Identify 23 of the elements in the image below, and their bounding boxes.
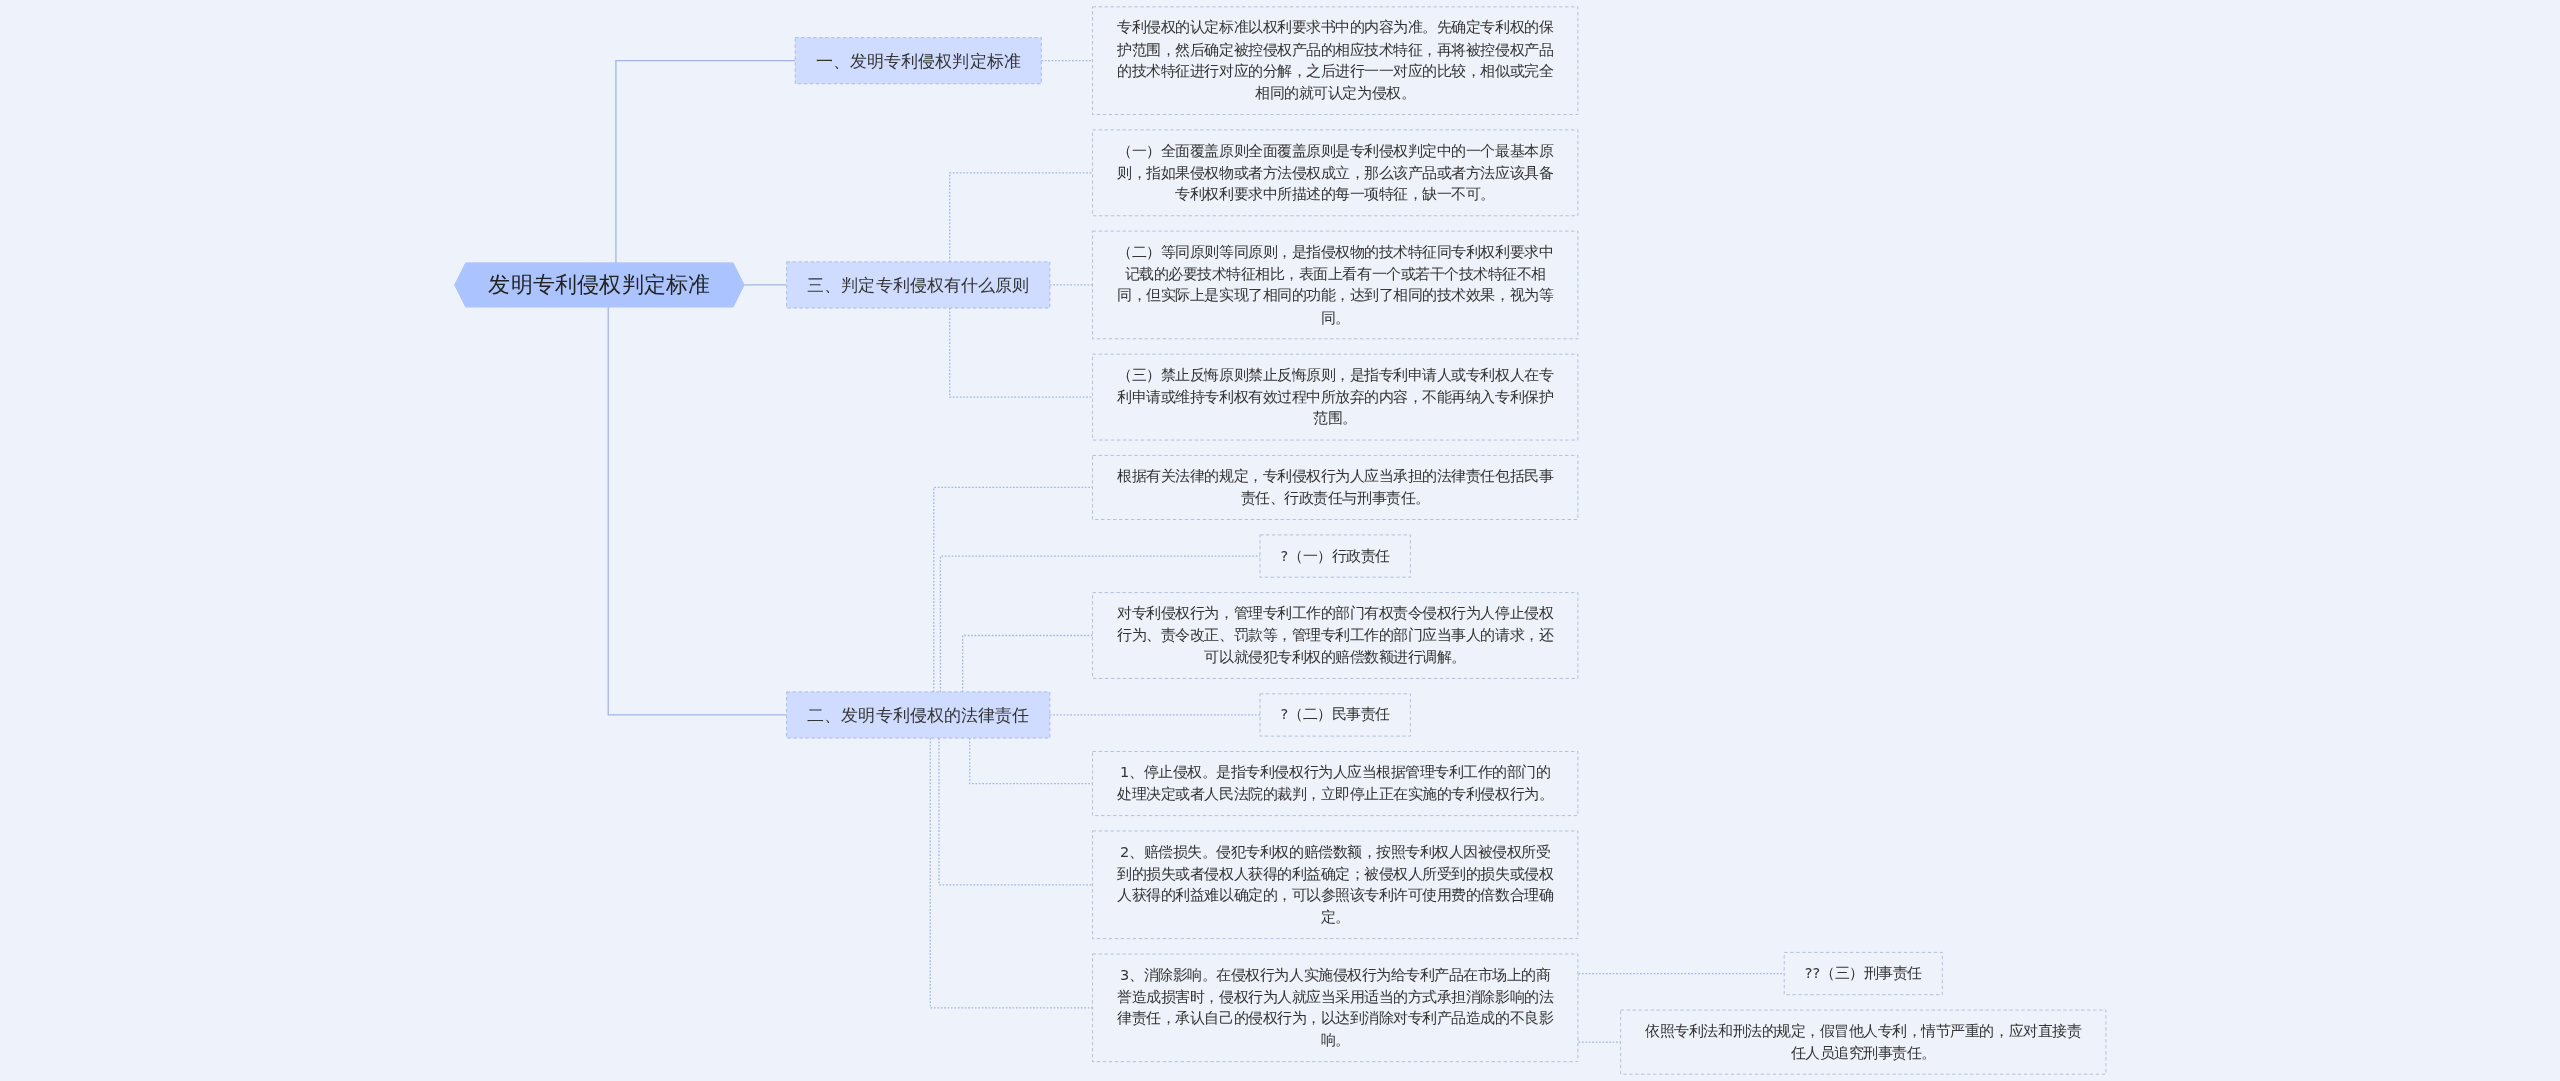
connector — [1040, 60, 1093, 62]
connector — [607, 306, 787, 716]
node-box: ?（一）行政责任 — [1259, 534, 1411, 578]
node-box: ?（二）民事责任 — [1259, 693, 1411, 737]
connector — [614, 60, 796, 265]
node-box: （一）全面覆盖原则全面覆盖原则是专利侵权判定中的一个最基本原则，指如果侵权物或者方法侵权成立，那么该产品或者方法应该具备专利权利要求中所描述的每一项特征，缺一不可。 — [1091, 129, 1578, 217]
node-box: 对专利侵权行为，管理专利工作的部门有权责令侵权行为人停止侵权行为、责令改正、罚款等，管理专利工作的部门应当事人的请求，还可以就侵犯专利权的赔偿数额进行调解。 — [1091, 592, 1578, 679]
node-box: 1、停止侵权。是指专利侵权行为人应当根据管理专利工作的部门的处理决定或者人民法院的裁判，立即停止正在实施的专利侵权行为。 — [1091, 751, 1578, 816]
connector — [1048, 284, 1093, 286]
node-box: 2、赔偿损失。侵犯专利权的赔偿数额，按照专利权人因被侵权所受到的损失或者侵权人获得的利益确定；被侵权人所受到的损失或侵权人获得的利益难以确定的，可以参照该专利许可使用费的倍数合理确定。 — [1091, 830, 1578, 940]
connector — [743, 284, 787, 287]
node-box: 3、消除影响。在侵权行为人实施侵权行为给专利产品在市场上的商誉造成损害时，侵权行为人就应当采用适当的方式承担消除影响的法律责任，承认自己的侵权行为，以达到消除对专利产品造成的不良影响。 — [1091, 953, 1578, 1063]
node-box: 根据有关法律的规定，专利侵权行为人应当承担的法律责任包括民事责任、行政责任与刑事责任。 — [1091, 455, 1578, 520]
node-box: （三）禁止反悔原则禁止反悔原则，是指专利申请人或专利权人在专利申请或维持专利权有效过程中所放弃的内容，不能再纳入专利保护范围。 — [1091, 353, 1578, 441]
node-box: 二、发明专利侵权的法律责任 — [785, 691, 1050, 739]
connector — [1576, 1038, 1621, 1043]
node-box: （二）等同原则等同原则，是指侵权物的技术特征同专利权利要求中记载的必要技术特征相比，表面上看有一个或若干个技术特征不相同，但实际上是实现了相同的功能，达到了相同的技术效果，视为等同。 — [1091, 230, 1578, 340]
node-box: 依照专利法和刑法的规定，假冒他人专利，情节严重的，应对直接责任人员追究刑事责任。 — [1619, 1009, 2106, 1075]
node-box: 一、发明专利侵权判定标准 — [794, 37, 1042, 85]
node-box: 三、判定专利侵权有什么原则 — [785, 261, 1050, 309]
node-box: ??（三）刑事责任 — [1783, 951, 1943, 996]
node-box: 专利侵权的认定标准以权利要求书中的内容为准。先确定专利权的保护范围，然后确定被控侵权产品的相应技术特征，再将被控侵权产品的技术特征进行对应的分解，之后进行一一对应的比较，相似或完全相同的就可认定为侵权。 — [1091, 6, 1578, 115]
connector — [1576, 972, 1785, 977]
